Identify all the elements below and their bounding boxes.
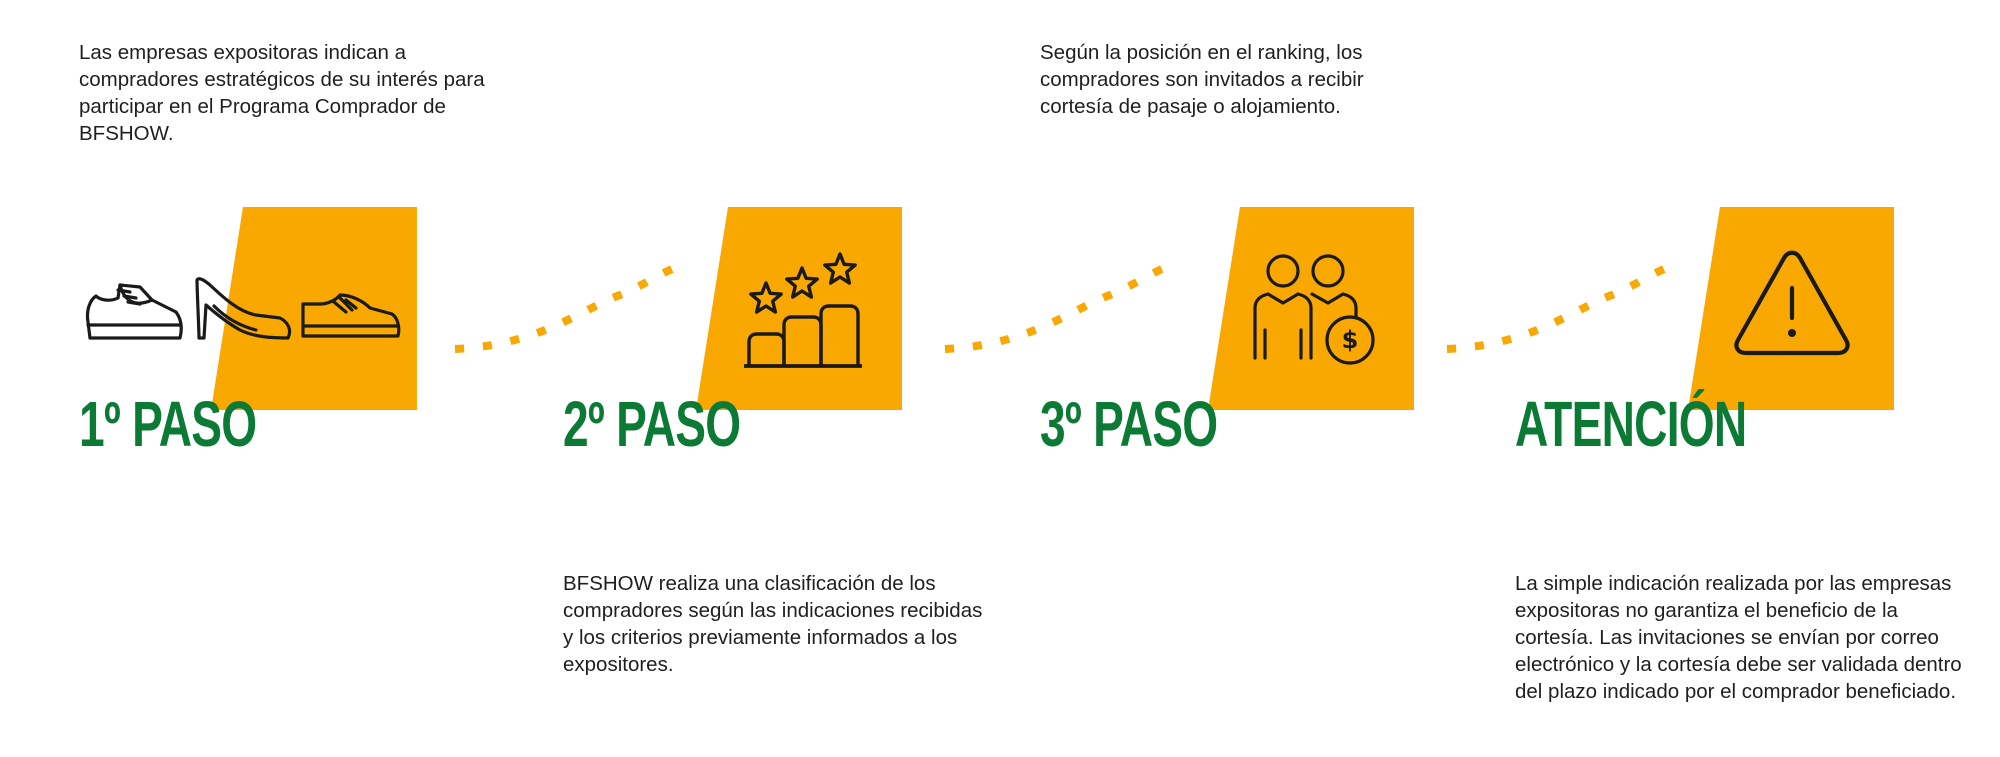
connector-3-4 <box>1446 263 1671 353</box>
step-2-title: 2º PASO <box>563 388 741 460</box>
step-1-description: Las empresas expositoras indican a compr… <box>79 41 485 145</box>
step-2-accent-shape <box>696 207 902 410</box>
svg-text:$: $ <box>1342 326 1359 354</box>
step-1-accent-shape <box>211 207 417 410</box>
step-3-title: 3º PASO <box>1040 388 1218 460</box>
step-3-description: Según la posición en el ranking, los com… <box>1040 41 1364 118</box>
attention-description: La simple indicación realizada por las e… <box>1515 572 1962 703</box>
shoes-icon <box>85 277 401 340</box>
ranking-stars-icon <box>744 252 862 368</box>
attention-title: ATENCIÓN <box>1515 388 1747 460</box>
step-2-description: BFSHOW realiza una clasificación de los … <box>563 572 983 676</box>
warning-icon <box>1734 250 1850 356</box>
step-1-title: 1º PASO <box>79 388 257 460</box>
people-money-icon: $ <box>1253 254 1375 365</box>
connector-2-3 <box>944 263 1169 353</box>
connector-1-2 <box>454 263 679 353</box>
